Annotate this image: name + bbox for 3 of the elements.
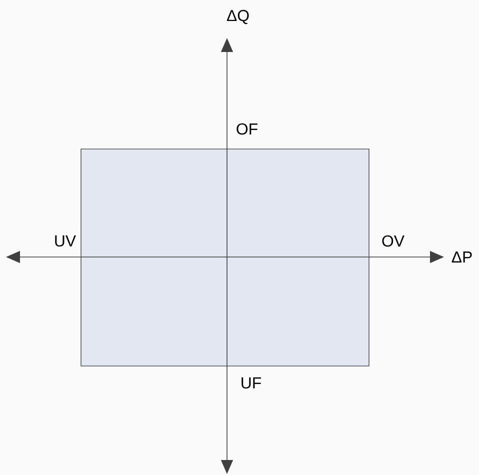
axis-label: ΔQ (226, 10, 249, 24)
axis-label: ΔP (452, 252, 472, 262)
region-box (80, 148, 370, 366)
